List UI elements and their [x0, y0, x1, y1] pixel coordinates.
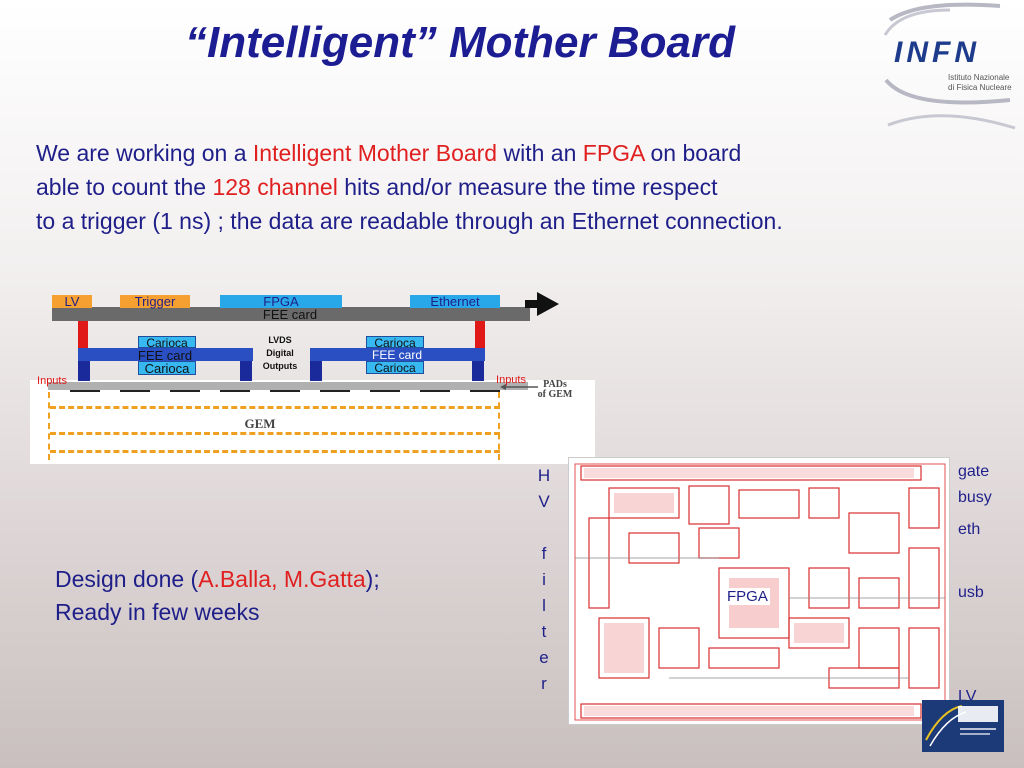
infn-logo: INFN Istituto Nazionale di Fisica Nuclea… [880, 0, 1020, 140]
busy-label: busy [958, 489, 992, 506]
vci-logo [922, 700, 1004, 752]
intro-paragraph: We are working on a Intelligent Mother B… [36, 136, 916, 238]
gem-label: GEM [244, 416, 276, 431]
logo-sub1: Istituto Nazionale [948, 73, 1010, 82]
eth-label: eth [958, 521, 981, 538]
gem-line-3 [50, 450, 500, 453]
pads-arrow-icon [500, 384, 538, 390]
right-carioca-top: Carioca [366, 336, 424, 350]
inputs-left-label: Inputs [37, 375, 67, 387]
red-connector-right [475, 321, 485, 349]
right-carioca-bottom: Carioca [366, 361, 424, 375]
trigger-box: Trigger [120, 295, 190, 308]
board-fpga-label: FPGA [725, 588, 770, 605]
gate-label: gate [958, 463, 990, 480]
gem-side-left [48, 392, 50, 460]
ethernet-arrow-icon [525, 292, 559, 316]
left-fee-leg-1 [78, 361, 90, 381]
left-fee-card-label: FEE card [137, 348, 193, 363]
intro-line-3: to a trigger (1 ns) ; the data are reada… [36, 208, 783, 234]
gem-line-1 [50, 406, 500, 409]
hv-filter-label: H V f i l t e r [537, 466, 551, 693]
intro-line-1: We are working on a Intelligent Mother B… [36, 140, 742, 166]
fpga-box: FPGA [220, 295, 342, 308]
design-paragraph: Design done (A.Balla, M.Gatta); Ready in… [55, 563, 475, 629]
right-fee-card [310, 348, 485, 361]
left-fee-leg-2 [240, 361, 252, 381]
design-line-1: Design done (A.Balla, M.Gatta); [55, 566, 380, 592]
left-carioca-top: Carioca [138, 336, 196, 350]
right-fee-card-label: FEE card [371, 348, 422, 362]
red-connector-left [78, 321, 88, 349]
lv-box: LV [52, 295, 92, 308]
pad-ticks [70, 390, 500, 392]
logo-sub2: di Fisica Nucleare [948, 83, 1012, 92]
left-carioca-bottom: Carioca [138, 361, 196, 375]
gem-line-2 [50, 432, 500, 435]
gem-side-right [498, 392, 500, 460]
right-fee-leg-2 [472, 361, 484, 381]
slide-title: “Intelligent” Mother Board [185, 18, 735, 67]
top-fee-card-label: FEE card [262, 307, 318, 322]
intro-line-2: able to count the 128 channel hits and/o… [36, 174, 718, 200]
svg-text:INFN: INFN [894, 36, 980, 69]
usb-label: usb [958, 584, 984, 601]
pad-strip [48, 382, 528, 390]
left-fee-card [78, 348, 253, 361]
motherboard-bar [52, 307, 530, 321]
design-line-2: Ready in few weeks [55, 599, 260, 625]
inputs-right-label: Inputs [496, 374, 526, 386]
right-fee-leg-1 [310, 361, 322, 381]
ethernet-box: Ethernet [410, 295, 500, 308]
